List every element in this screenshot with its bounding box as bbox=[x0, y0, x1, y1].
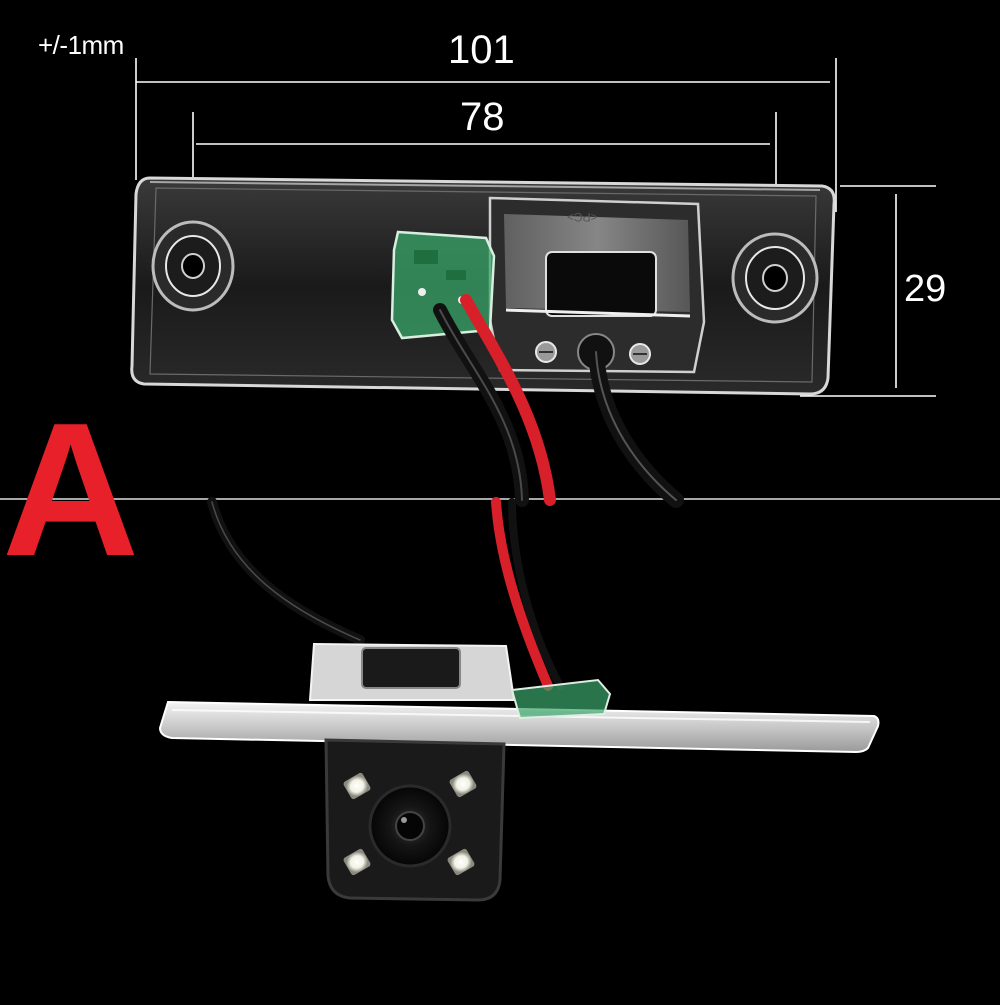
tolerance-label: +/-1mm bbox=[38, 30, 124, 60]
red-wire-top bbox=[460, 294, 556, 506]
plate-highlight bbox=[149, 181, 821, 191]
housing-mark: <PC> bbox=[567, 210, 598, 224]
mounting-hole-left bbox=[151, 220, 235, 312]
top-view-plate bbox=[130, 176, 836, 396]
black-wire-bottom-highlight bbox=[211, 501, 361, 641]
led-top-left-icon bbox=[343, 772, 371, 800]
camera-bracket bbox=[488, 196, 706, 374]
camera-cable-top-highlight bbox=[595, 351, 677, 501]
led-bottom-right-icon bbox=[447, 848, 475, 876]
led-bottom-left-icon bbox=[343, 848, 371, 876]
bracket-window bbox=[545, 251, 657, 317]
variant-letter: A bbox=[2, 384, 139, 596]
wires bbox=[207, 294, 684, 691]
black-wire-bottom bbox=[207, 497, 365, 645]
plate-inner-edge bbox=[149, 187, 817, 383]
hole-spacing-label: 78 bbox=[460, 95, 505, 139]
dimension-lines bbox=[135, 58, 936, 397]
led-top-right-icon bbox=[449, 770, 477, 798]
height-dimension-label: 29 bbox=[904, 268, 947, 310]
black-wire-top-highlight bbox=[439, 309, 523, 501]
pcb-board-bottom bbox=[510, 678, 612, 720]
red-wire-bottom bbox=[491, 497, 553, 691]
black-wire-bottom-2 bbox=[508, 498, 564, 690]
bottom-view-camera bbox=[158, 642, 880, 902]
width-dimension-label: 101 bbox=[448, 28, 515, 72]
mounting-hole-right bbox=[731, 232, 819, 324]
